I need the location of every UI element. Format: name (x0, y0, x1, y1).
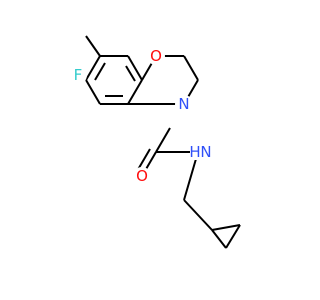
fluorine-label: F (74, 66, 83, 84)
carboxamide-group (135, 127, 199, 201)
amide-nitrogen-label: N (200, 143, 211, 161)
ring-oxygen-label: O (150, 47, 162, 65)
bond-c1-f (85, 35, 101, 57)
bond-c5-c6 (85, 79, 101, 105)
atom-ring-nitrogen: N (175, 95, 193, 113)
bond-ch2-ch2 (183, 55, 199, 81)
carbonyl-oxygen-label: O (136, 167, 148, 185)
bond-c6-c1-inner (94, 62, 106, 81)
bond-c2-c3 (127, 55, 143, 81)
benzene-ring (85, 55, 143, 105)
cyclopropyl-bond-3 (211, 229, 227, 249)
bond-c6-c1 (85, 55, 101, 81)
atom-carbonyl-oxygen: O (133, 167, 151, 185)
bond-c3-c4 (127, 79, 143, 105)
cyclopropyl-bond-2 (225, 224, 241, 249)
atom-fluorine: F (69, 66, 87, 84)
cyclopropyl-bond-1 (211, 224, 241, 231)
atom-ring-oxygen: O (147, 47, 165, 65)
atom-amide-nitrogen: N H (189, 143, 214, 161)
molecule-structure: F O N O N H (69, 35, 241, 249)
bond-c2-c3-inner (125, 65, 136, 82)
ring-nitrogen-label: N (178, 95, 189, 113)
cyclopropylmethyl-group (183, 199, 241, 249)
bond-n-carbonyl-c (155, 127, 171, 153)
bond-ch2-cyclopropyl (183, 199, 213, 231)
amide-hydrogen-label: H (189, 143, 200, 161)
